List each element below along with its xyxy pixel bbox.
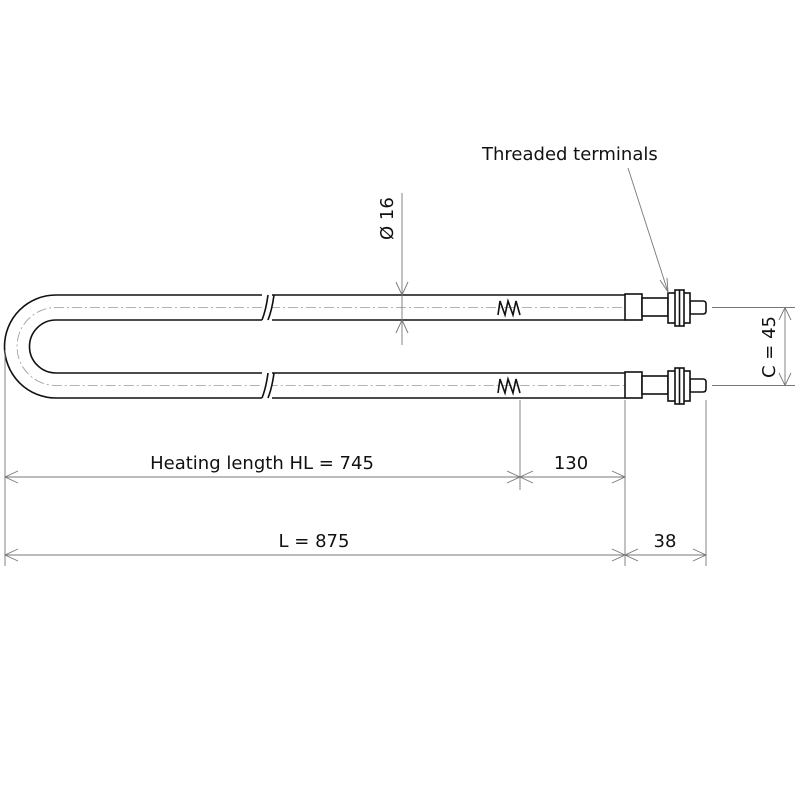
label-terminal-length: 38 — [654, 531, 677, 552]
terminal-bottom — [624, 367, 707, 405]
terminal-top — [624, 289, 707, 327]
coil-symbol-top — [497, 298, 521, 318]
break-marks — [261, 292, 275, 401]
dimensions — [3, 167, 795, 566]
label-diameter: Ø 16 — [377, 197, 398, 240]
label-heating-length: Heating length HL = 745 — [150, 453, 374, 474]
label-length: L = 875 — [279, 531, 350, 552]
u-tube — [3, 292, 640, 401]
coil-symbol-bottom — [497, 376, 521, 396]
label-cold-zone: 130 — [554, 453, 588, 474]
label-center-distance: C = 45 — [759, 316, 780, 378]
label-threaded-terminals: Threaded terminals — [481, 144, 658, 165]
